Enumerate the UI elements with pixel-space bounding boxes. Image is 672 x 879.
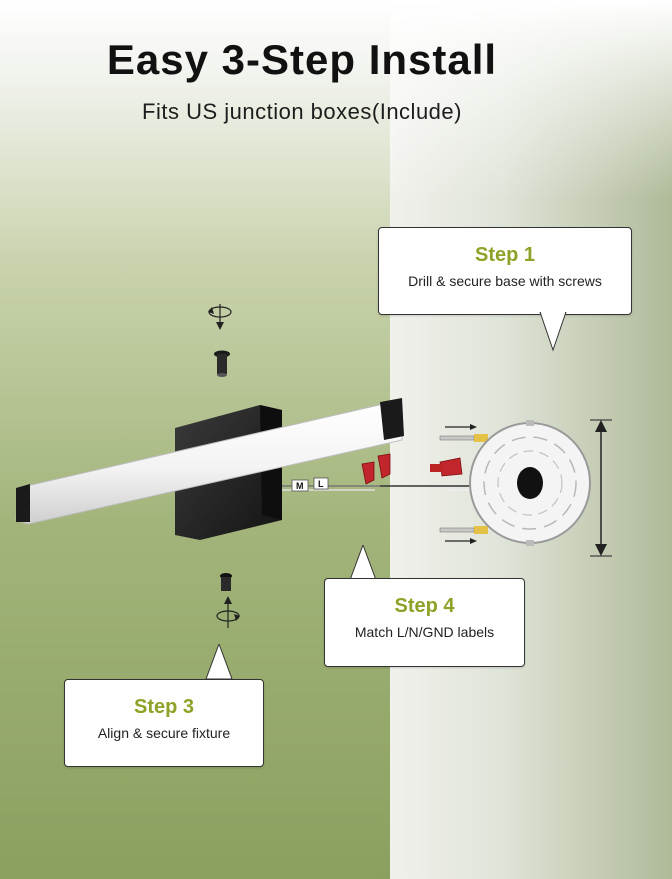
step-4-description: Match L/N/GND labels (354, 624, 495, 640)
step-3-description: Align & secure fixture (97, 725, 231, 741)
step-1-description: Drill & secure base with screws (408, 273, 602, 289)
mounting-screw-icon (214, 350, 230, 377)
bottom-screw-icon (220, 573, 232, 591)
rotate-counterclockwise-icon (216, 596, 240, 628)
step-1-title: Step 1 (474, 244, 536, 266)
step-4-pointer (349, 545, 377, 581)
step-4-title: Step 4 (394, 595, 455, 617)
wire-nut-icon (361, 453, 463, 485)
rotate-clockwise-icon (208, 304, 232, 330)
led-bar (15, 398, 404, 525)
height-dimension-arrow-icon (590, 419, 612, 557)
step-3-callout: Step 3 Align & secure fixture (64, 679, 264, 767)
step-1-callout: Step 1 Drill & secure base with screws (378, 227, 632, 315)
mounting-bracket-icon (469, 420, 591, 546)
page-subtitle: Fits US junction boxes(Include) (142, 99, 462, 124)
step-4-callout: Step 4 Match L/N/GND labels (324, 578, 525, 667)
step-1-pointer (539, 312, 567, 352)
wall-screw-icon (439, 424, 488, 544)
page-title: Easy 3-Step Install (106, 36, 498, 83)
step-3-title: Step 3 (133, 696, 195, 718)
wire-label-m: M (296, 481, 304, 491)
step-3-pointer (205, 644, 233, 680)
wire-label-l: L (318, 479, 324, 489)
